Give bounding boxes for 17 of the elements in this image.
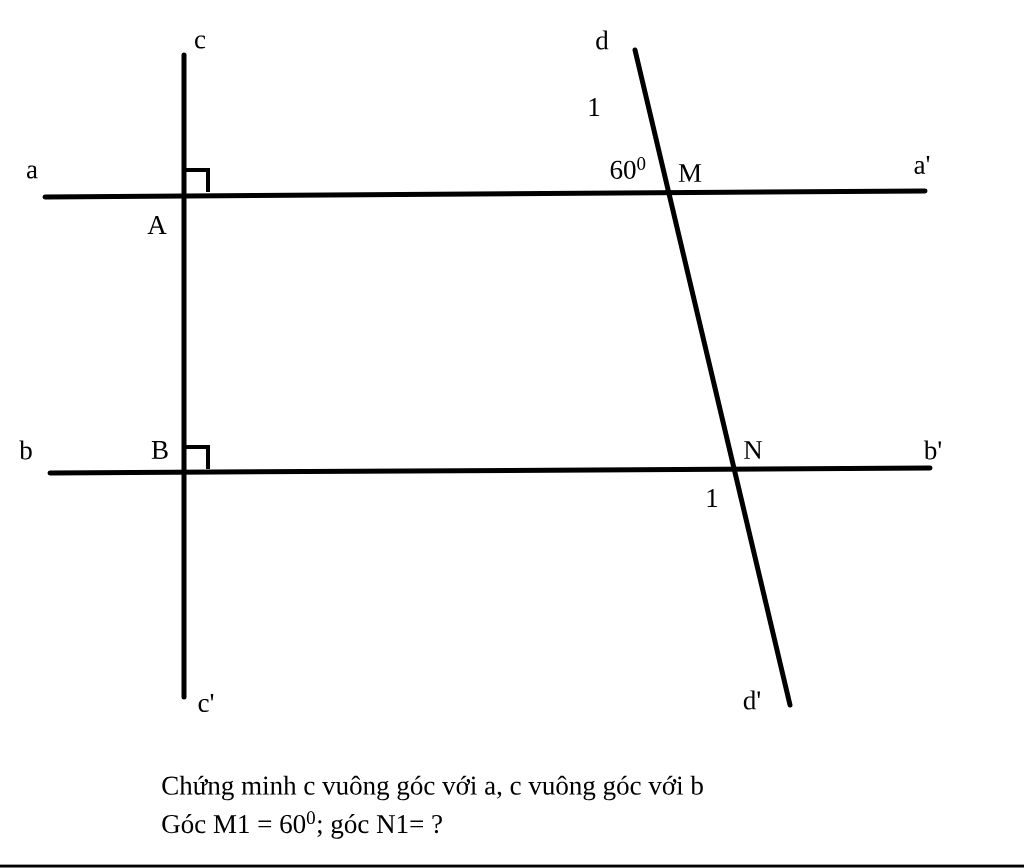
line-label: d <box>596 30 609 50</box>
line-label: b <box>19 440 32 460</box>
point-label: B <box>151 441 168 459</box>
angle-label: 60$^{0}$ <box>610 157 646 179</box>
caption-text: Góc M1 = 60$^{0}$; góc N1= ? <box>162 811 442 839</box>
line-label: b' <box>923 440 942 460</box>
line-label: a <box>26 165 38 179</box>
point-label: A <box>147 216 167 234</box>
point-label: M <box>678 164 702 182</box>
line-label: c <box>195 35 206 49</box>
line-label: c' <box>198 694 214 712</box>
line-label: d' <box>743 690 761 710</box>
angle-label: 1 <box>707 489 718 507</box>
caption-text: Chứng minh c vuông góc với a, c vuông góc với b <box>162 775 703 801</box>
line-label: a' <box>914 156 930 174</box>
angle-label: 1 <box>589 98 600 116</box>
point-label: N <box>744 441 763 459</box>
